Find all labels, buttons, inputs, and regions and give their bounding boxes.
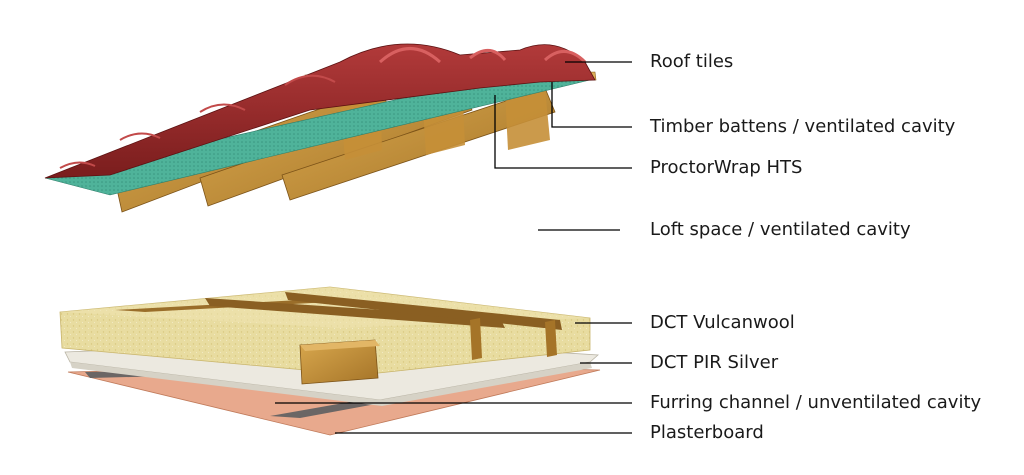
label-vulcanwool: DCT Vulcanwool bbox=[650, 312, 795, 333]
leader-proctorwrap bbox=[494, 95, 632, 169]
label-timber-battens: Timber battens / ventilated cavity bbox=[650, 116, 956, 137]
ceiling-joists bbox=[115, 292, 562, 385]
leader-timber-battens bbox=[551, 82, 632, 128]
label-furring-channel: Furring channel / unventilated cavity bbox=[650, 392, 982, 413]
leader-lines bbox=[275, 61, 632, 434]
label-loft-space: Loft space / ventilated cavity bbox=[650, 219, 911, 240]
label-roof-tiles: Roof tiles bbox=[650, 51, 734, 72]
label-proctorwrap: ProctorWrap HTS bbox=[650, 157, 803, 178]
roof-tiles-graphic bbox=[44, 43, 596, 179]
label-plasterboard: Plasterboard bbox=[650, 422, 764, 443]
label-pir-silver: DCT PIR Silver bbox=[650, 352, 779, 373]
